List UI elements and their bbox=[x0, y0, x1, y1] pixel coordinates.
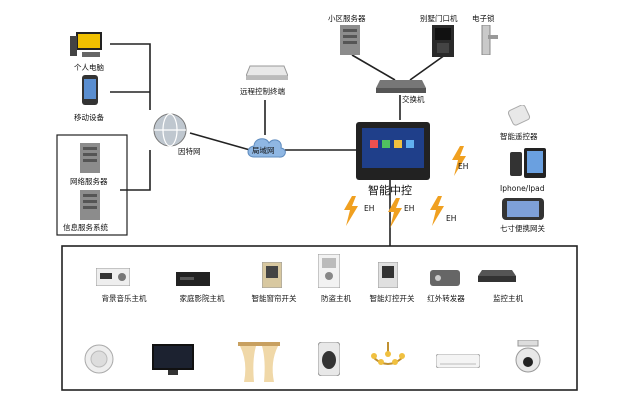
gateway-icon bbox=[502, 198, 544, 220]
device-label-0: 背景音乐主机 bbox=[101, 294, 147, 303]
touch-panel-icon bbox=[262, 262, 282, 288]
line-door-switch bbox=[409, 54, 446, 81]
label-villa-door: 别墅门口机 bbox=[420, 14, 458, 23]
device-label-2: 智能窗帘开关 bbox=[251, 294, 297, 303]
touch-panel-icon bbox=[356, 122, 430, 180]
tv-icon bbox=[152, 344, 194, 375]
label-elock: 电子锁 bbox=[472, 14, 495, 23]
label-mobile: 移动设备 bbox=[74, 113, 104, 122]
line-community-switch bbox=[351, 54, 396, 81]
label-gateway7: 七寸便携网关 bbox=[500, 224, 545, 233]
server-icon bbox=[80, 143, 100, 173]
label-pc: 个人电脑 bbox=[74, 63, 104, 72]
sensor-icon bbox=[318, 342, 340, 376]
air-conditioner-icon bbox=[436, 354, 480, 368]
device-label-6: 监控主机 bbox=[493, 294, 523, 303]
label-iphone: Iphone/Ipad bbox=[500, 184, 545, 193]
switch-icon bbox=[478, 270, 516, 282]
server-group-frame bbox=[56, 134, 128, 236]
device-label-4: 智能灯控开关 bbox=[369, 294, 415, 303]
line-pc bbox=[110, 43, 151, 110]
lightning-icon bbox=[430, 196, 444, 226]
device-label-3: 防盗主机 bbox=[321, 294, 351, 303]
label-internet: 因特网 bbox=[178, 147, 201, 156]
server-icon bbox=[80, 190, 100, 220]
curtain-icon bbox=[238, 342, 280, 382]
eh-label-1: EH bbox=[458, 162, 469, 171]
tv-icon bbox=[176, 272, 210, 286]
label-switch: 交换机 bbox=[402, 95, 425, 104]
tablet-icon bbox=[510, 148, 546, 178]
devices-frame bbox=[61, 245, 578, 391]
phone-icon bbox=[82, 75, 98, 105]
computer-icon bbox=[70, 32, 102, 57]
line-servers bbox=[120, 150, 151, 191]
switch-icon bbox=[376, 80, 426, 93]
label-remote-terminal: 远程控制终端 bbox=[240, 87, 285, 96]
line-internet-lan bbox=[189, 132, 251, 151]
remote-icon bbox=[508, 105, 531, 126]
lightning-icon bbox=[452, 146, 466, 176]
door-panel-icon bbox=[432, 25, 454, 57]
cloud-icon bbox=[247, 138, 286, 158]
speaker-icon bbox=[84, 344, 114, 374]
device-label-1: 家庭影院主机 bbox=[179, 294, 225, 303]
label-net-server: 网络服务器 bbox=[70, 177, 108, 186]
globe-icon bbox=[153, 113, 187, 147]
chandelier-icon bbox=[371, 342, 405, 365]
touch-panel-icon bbox=[378, 262, 398, 288]
camera-icon bbox=[515, 340, 541, 373]
eh-label-2: EH bbox=[364, 204, 375, 213]
label-info-system: 信息服务系统 bbox=[63, 223, 108, 232]
device-label-5: 红外转发器 bbox=[427, 294, 465, 303]
label-community-server: 小区服务器 bbox=[328, 14, 366, 23]
sensor-icon bbox=[318, 254, 340, 288]
lightning-icon bbox=[344, 196, 358, 226]
label-central: 智能中控 bbox=[368, 184, 412, 197]
router-icon bbox=[430, 270, 460, 286]
lock-icon bbox=[481, 25, 498, 55]
label-lan: 局域网 bbox=[252, 146, 275, 155]
speaker-icon bbox=[96, 268, 130, 286]
eh-label-4: EH bbox=[446, 214, 457, 223]
router-icon bbox=[246, 65, 288, 80]
server-icon bbox=[340, 25, 360, 55]
lightning-icon bbox=[388, 198, 402, 228]
label-remote-ctrl: 智能遥控器 bbox=[500, 132, 538, 141]
eh-label-3: EH bbox=[404, 204, 415, 213]
